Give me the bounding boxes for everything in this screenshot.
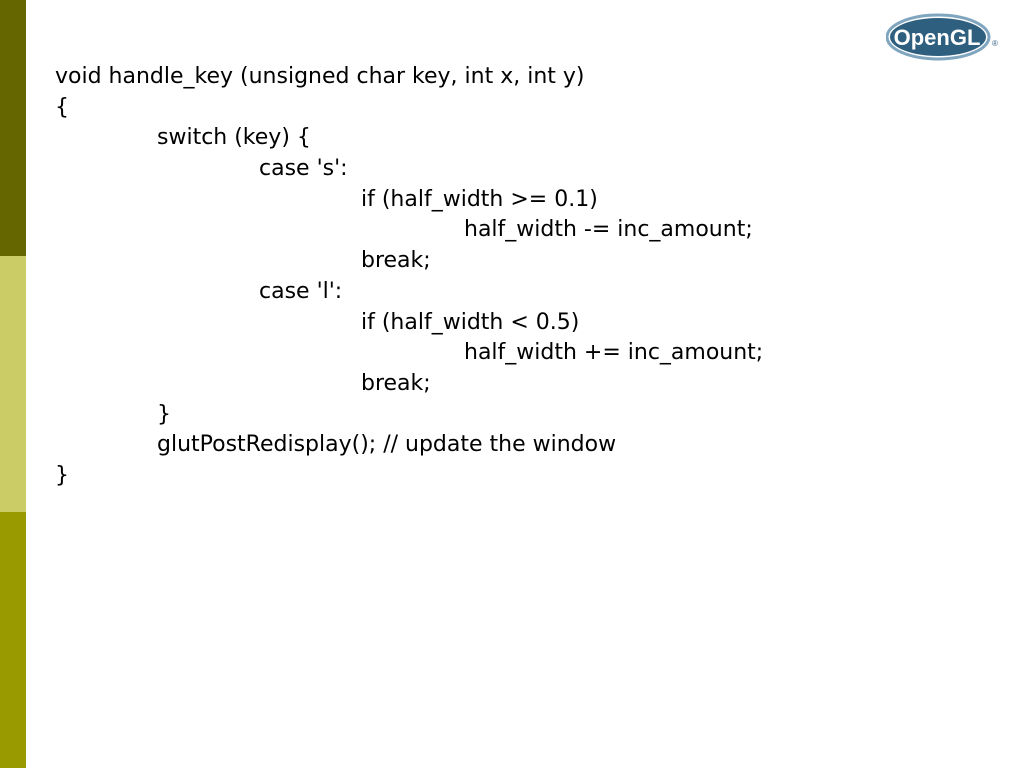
side-bar-bottom-segment [0,512,26,768]
code-line: if (half_width >= 0.1) [361,186,598,212]
side-bar-top-segment [0,0,26,256]
code-line: glutPostRedisplay(); // update the windo… [157,432,617,458]
opengl-logo: OpenGL ® [886,13,998,61]
code-line: { [55,94,69,120]
code-line: half_width += inc_amount; [464,340,764,366]
code-line: void handle_key (unsigned char key, int … [55,64,585,89]
code-line: break; [361,370,431,396]
code-line: case 's': [259,156,348,182]
code-line: break; [361,248,431,274]
code-line: if (half_width < 0.5) [361,309,580,335]
logo-text: OpenGL [894,25,981,50]
logo-swoosh-outer [886,13,991,61]
code-listing: void handle_key (unsigned char key, int … [55,62,763,492]
code-line: half_width -= inc_amount; [464,217,753,243]
side-accent-bar [0,0,26,768]
code-line: } [157,401,171,427]
code-line: switch (key) { [157,125,311,151]
code-line: case 'l': [259,278,343,304]
code-line: } [55,462,69,488]
logo-swoosh-inner [890,18,986,56]
side-bar-middle-segment [0,256,26,512]
logo-registered-mark: ® [992,39,998,48]
